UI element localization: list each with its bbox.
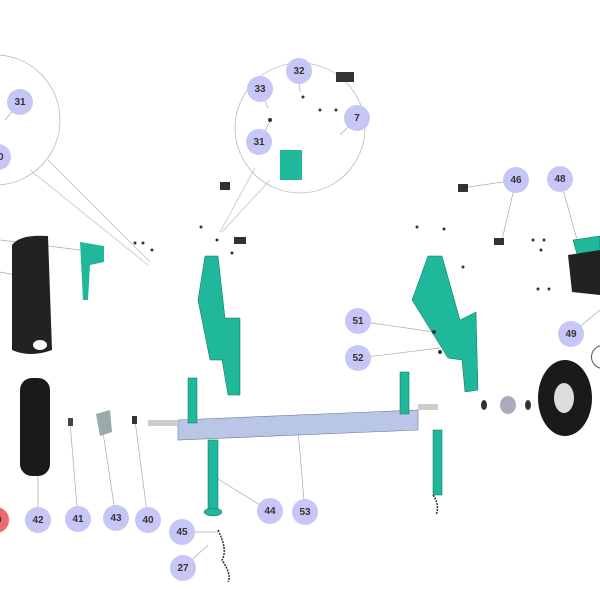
callout-42[interactable]: 42 <box>25 507 51 533</box>
callout-30[interactable]: 30 <box>0 144 11 170</box>
callout-41[interactable]: 41 <box>65 506 91 532</box>
axle <box>177 409 419 441</box>
frame-right <box>411 255 479 393</box>
callout-49[interactable]: 49 <box>558 321 584 347</box>
fasteners <box>133 72 551 354</box>
callout-32[interactable]: 32 <box>286 58 312 84</box>
callout-33[interactable]: 33 <box>247 76 273 102</box>
mudguard-left <box>12 235 52 354</box>
seal-40 <box>132 416 137 424</box>
callout-52[interactable]: 52 <box>345 345 371 371</box>
safety-chain <box>217 529 230 583</box>
callout-51[interactable]: 51 <box>345 308 371 334</box>
hub-right <box>500 396 516 414</box>
hub-left <box>96 410 112 436</box>
callout-46[interactable]: 46 <box>503 167 529 193</box>
leader-lines <box>0 70 600 569</box>
callout-40[interactable]: 40 <box>135 507 161 533</box>
callout-31[interactable]: 31 <box>7 89 33 115</box>
callout-44[interactable]: 44 <box>257 498 283 524</box>
callout-31-detail[interactable]: 31 <box>246 129 272 155</box>
mudguard-right <box>568 250 600 295</box>
callout-39-highlighted[interactable]: 39 <box>0 507 9 533</box>
callout-45[interactable]: 45 <box>169 519 195 545</box>
callout-53[interactable]: 53 <box>292 499 318 525</box>
jack-leg-left <box>207 439 219 511</box>
callout-7[interactable]: 7 <box>344 105 370 131</box>
bushing-41 <box>68 418 73 426</box>
jack-leg-right <box>432 429 443 496</box>
bracket-left <box>80 242 104 300</box>
frame-left <box>197 255 241 396</box>
tire-left <box>20 378 50 476</box>
callout-48[interactable]: 48 <box>547 166 573 192</box>
callout-43[interactable]: 43 <box>103 505 129 531</box>
callout-27[interactable]: 27 <box>170 555 196 581</box>
detail-bubble-left <box>0 54 61 186</box>
